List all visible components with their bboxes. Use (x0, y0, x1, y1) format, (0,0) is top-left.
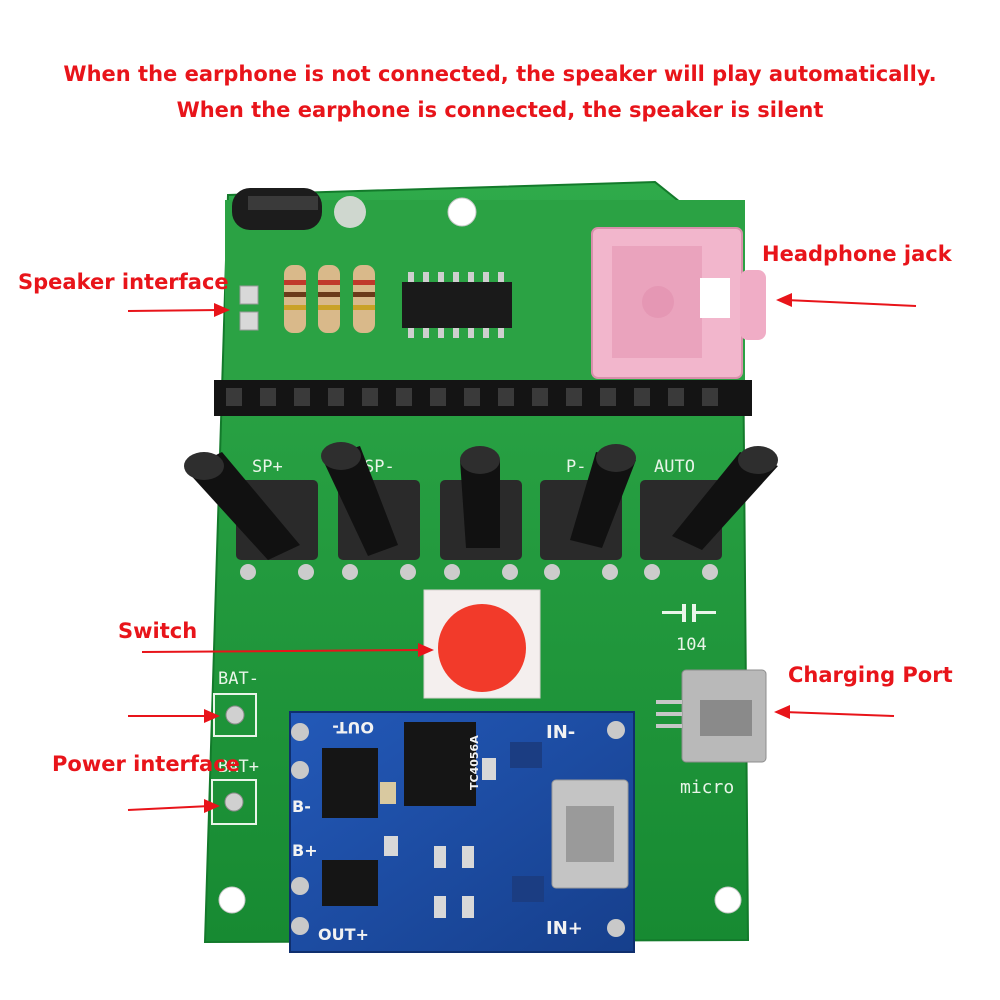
mount-hole-bottom-left (218, 886, 246, 914)
arrow-headphone-jack (776, 293, 917, 307)
capacitor-104 (662, 604, 716, 622)
module-in-plus: IN+ (546, 918, 583, 939)
button-label-sp-plus: SP+ (252, 457, 283, 477)
amplifier-ic (402, 272, 512, 338)
module-b-plus: B+ (292, 841, 318, 860)
electrolytic-capacitor (232, 188, 366, 230)
arrow-charging-port (774, 705, 895, 719)
tactile-button-4 (540, 444, 636, 580)
pin-header (214, 380, 752, 416)
module-chip-label: TC4056A (468, 735, 481, 790)
tactile-button-5 (640, 446, 778, 580)
arrow-power-bat-plus (127, 799, 220, 813)
bat-plus-pad (224, 792, 244, 812)
resistors (284, 265, 375, 333)
bat-plus-pad-outline (211, 779, 257, 825)
bat-plus-label: BAT+ (218, 757, 259, 777)
label-power-interface: Power interface (52, 752, 240, 776)
speaker-pad-1 (239, 285, 259, 305)
caption-line-2: When the earphone is connected, the spea… (176, 98, 824, 122)
charger-module (289, 711, 635, 953)
caption-line-1: When the earphone is not connected, the … (63, 62, 937, 86)
micro-usb-port (656, 669, 767, 763)
button-label-sp-minus: SP- (364, 457, 395, 477)
cap-label: 104 (676, 635, 707, 655)
arrow-switch (141, 643, 434, 657)
module-out-plus: OUT+ (318, 925, 369, 944)
tactile-button-3 (440, 446, 522, 580)
module-out-minus: OUT- (332, 718, 374, 737)
mount-hole-top (447, 197, 477, 227)
arrow-power-bat-minus (128, 709, 220, 723)
power-switch (423, 589, 541, 699)
label-speaker-interface: Speaker interface (18, 270, 229, 294)
mount-hole-bottom-right (714, 886, 742, 914)
tactile-button-2 (321, 442, 420, 580)
headphone-jack (591, 227, 766, 379)
button-label-auto: AUTO (654, 457, 695, 477)
module-b-minus: B- (292, 797, 311, 816)
tactile-button-1 (184, 452, 318, 580)
label-charging-port: Charging Port (788, 663, 953, 687)
speaker-pad-2 (239, 311, 259, 331)
micro-label: micro (680, 777, 734, 798)
label-switch: Switch (118, 619, 198, 643)
arrow-speaker-interface (127, 303, 230, 317)
label-headphone-jack: Headphone jack (762, 242, 952, 266)
button-label-p-minus: P- (566, 457, 586, 477)
module-in-minus: IN- (546, 722, 575, 743)
bat-minus-label: BAT- (218, 669, 259, 689)
bat-minus-pad (225, 705, 245, 725)
